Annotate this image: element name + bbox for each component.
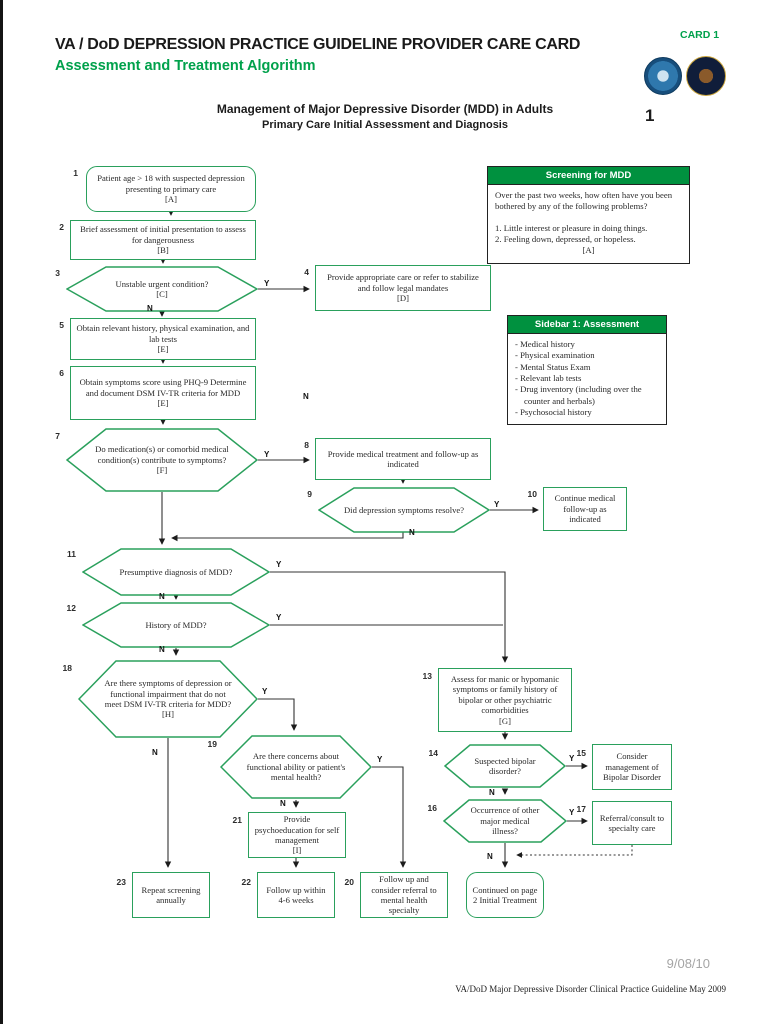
card-number-label: CARD 1 bbox=[680, 29, 720, 41]
step-number: 3 bbox=[55, 268, 60, 278]
yes-label: Y bbox=[276, 613, 282, 622]
step-number: 7 bbox=[55, 431, 60, 441]
node-7-comorbid-contribute: Do medication(s) or comorbid medical con… bbox=[66, 428, 258, 492]
step-number: 23 bbox=[116, 877, 126, 887]
screening-panel-title: Screening for MDD bbox=[488, 167, 689, 185]
sidebar-item: - Physical examination bbox=[515, 350, 595, 361]
step-number: 2 bbox=[59, 222, 64, 232]
no-label: N bbox=[489, 788, 495, 797]
node-23-repeat-screening: Repeat screening annually bbox=[132, 872, 210, 918]
yes-label: Y bbox=[262, 687, 268, 696]
step-number: 16 bbox=[427, 803, 437, 813]
node-12-history-of-mdd: History of MDD? bbox=[82, 602, 270, 648]
node-14-suspected-bipolar: Suspected bipolar disorder? bbox=[444, 744, 566, 788]
node-17-referral-specialty-care: Referral/consult to specialty care bbox=[592, 801, 672, 845]
step-number: 15 bbox=[576, 748, 586, 758]
page-number: 1 bbox=[645, 106, 655, 125]
sidebar-panel-title: Sidebar 1: Assessment bbox=[508, 316, 666, 334]
step-number: 21 bbox=[232, 815, 242, 825]
yes-label: Y bbox=[569, 808, 575, 817]
step-number: 8 bbox=[304, 440, 309, 450]
node-21-psychoeducation: Provide psychoeducation for self managem… bbox=[248, 812, 346, 858]
screening-intro: Over the past two weeks, how often have … bbox=[495, 190, 673, 212]
step-number: 14 bbox=[428, 748, 438, 758]
node-18-subthreshold-symptoms: Are there symptoms of depression or func… bbox=[78, 660, 258, 738]
spacer bbox=[495, 213, 682, 223]
node-3-unstable-urgent-condition: Unstable urgent condition?[C] bbox=[66, 266, 258, 312]
screening-ref: [A] bbox=[582, 245, 595, 256]
sidebar-item: - Psychosocial history bbox=[515, 406, 592, 417]
no-label: N bbox=[159, 645, 165, 654]
va-seal-icon bbox=[686, 56, 726, 96]
no-label: N bbox=[409, 528, 415, 537]
step-number: 19 bbox=[207, 739, 217, 749]
document-subtitle: Assessment and Treatment Algorithm bbox=[55, 58, 316, 74]
yes-label: Y bbox=[276, 560, 282, 569]
node-5-obtain-history: Obtain relevant history, physical examin… bbox=[70, 318, 256, 360]
step-number: 17 bbox=[576, 804, 586, 814]
node-13-assess-manic-hypomanic: Assess for manic or hypomanic symptoms o… bbox=[438, 668, 572, 732]
yes-label: Y bbox=[377, 755, 383, 764]
node-4-provide-appropriate-care: Provide appropriate care or refer to sta… bbox=[315, 265, 491, 311]
sidebar-assessment-panel: Sidebar 1: Assessment - Medical history … bbox=[507, 315, 667, 426]
sidebar-item: - Mental Status Exam bbox=[515, 361, 591, 372]
node-16-other-medical-illness: Occurrence of other major medical illnes… bbox=[443, 799, 567, 843]
sidebar-item: - Drug inventory (including over the cou… bbox=[515, 384, 642, 406]
step-number: 10 bbox=[527, 489, 537, 499]
step-number: 9 bbox=[307, 489, 312, 499]
node-11-presumptive-diagnosis-mdd: Presumptive diagnosis of MDD? bbox=[82, 548, 270, 596]
section-subtitle: Primary Care Initial Assessment and Diag… bbox=[262, 119, 508, 131]
node-8-medical-treatment: Provide medical treatment and follow-up … bbox=[315, 438, 491, 480]
node-10-continue-medical-followup: Continue medical follow-up as indicated bbox=[543, 487, 627, 531]
sidebar-item: - Relevant lab tests bbox=[515, 372, 582, 383]
yes-label: Y bbox=[264, 450, 270, 459]
no-label: N bbox=[280, 799, 286, 808]
document-title: VA / DoD DEPRESSION PRACTICE GUIDELINE P… bbox=[55, 36, 581, 53]
footer-source: VA/DoD Major Depressive Disorder Clinica… bbox=[455, 984, 726, 994]
section-title: Management of Major Depressive Disorder … bbox=[216, 102, 554, 116]
node-22-followup-4-6-weeks: Follow up within 4-6 weeks bbox=[257, 872, 335, 918]
screening-item: 1. Little interest or pleasure in doing … bbox=[495, 222, 648, 233]
step-number: 1 bbox=[73, 168, 78, 178]
sidebar-item: - Medical history bbox=[515, 339, 575, 349]
step-number: 6 bbox=[59, 368, 64, 378]
node-6-symptom-score-phq9: Obtain symptoms score using PHQ-9 Determ… bbox=[70, 366, 256, 420]
step-number: 22 bbox=[241, 877, 251, 887]
footer-date: 9/08/10 bbox=[666, 956, 710, 971]
scan-edge-artifact bbox=[0, 0, 3, 1024]
screening-panel-body: Over the past two weeks, how often have … bbox=[488, 185, 689, 263]
node-9-symptoms-resolve: Did depression symptoms resolve? bbox=[318, 487, 490, 533]
sidebar-panel-body: - Medical history - Physical examination… bbox=[508, 334, 666, 424]
no-label: N bbox=[303, 392, 309, 401]
node-20-followup-mental-health-referral: Follow up and consider referral to menta… bbox=[360, 872, 448, 918]
node-2-brief-assessment: Brief assessment of initial presentation… bbox=[70, 220, 256, 260]
node-15-bipolar-management: Consider management of Bipolar Disorder bbox=[592, 744, 672, 790]
yes-label: Y bbox=[569, 754, 575, 763]
step-number: 11 bbox=[67, 549, 76, 559]
no-label: N bbox=[147, 304, 153, 313]
no-label: N bbox=[152, 748, 158, 757]
dod-seal-icon bbox=[644, 57, 682, 95]
step-number: 20 bbox=[344, 877, 354, 887]
node-1-patient-age: Patient age > 18 with suspected depressi… bbox=[86, 166, 256, 212]
screening-for-mdd-panel: Screening for MDD Over the past two week… bbox=[487, 166, 690, 264]
no-label: N bbox=[159, 592, 165, 601]
no-label: N bbox=[487, 852, 493, 861]
step-number: 4 bbox=[304, 267, 309, 277]
yes-label: Y bbox=[494, 500, 500, 509]
node-19-functional-concerns: Are there concerns about functional abil… bbox=[220, 735, 372, 799]
step-number: 18 bbox=[62, 663, 72, 673]
step-number: 12 bbox=[66, 603, 76, 613]
screening-item: 2. Feeling down, depressed, or hopeless. bbox=[495, 233, 636, 244]
yes-label: Y bbox=[264, 279, 270, 288]
step-number: 13 bbox=[422, 671, 432, 681]
node-24-continued-page-2: Continued on page 2 Initial Treatment bbox=[466, 872, 544, 918]
step-number: 5 bbox=[59, 320, 64, 330]
